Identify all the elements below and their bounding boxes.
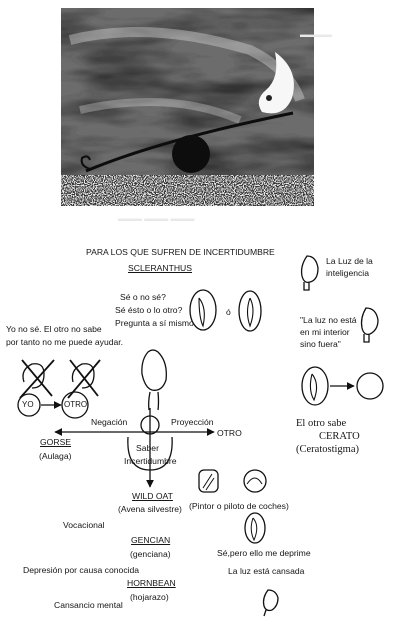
- oval-figure-icon: [244, 512, 266, 544]
- pintor-label: (Pintor o piloto de coches): [189, 501, 289, 511]
- diagram-title: PARA LOS QUE SUFREN DE INCERTIDUMBRE: [86, 247, 275, 257]
- vocacional-label: Vocacional: [63, 520, 105, 530]
- otro-label: OTRO: [64, 400, 88, 409]
- head-figure-icon: [141, 349, 167, 411]
- light-legend-line: inteligencia: [326, 268, 369, 278]
- yo-circle-right: [356, 372, 384, 400]
- lightbulb-icon: [360, 307, 379, 343]
- question-line: Pregunta a sí mismo: [115, 318, 194, 328]
- otro-circle: [61, 391, 89, 419]
- question-line: Sé ésto o lo otro?: [115, 305, 183, 315]
- paint-palette-icon: [198, 469, 219, 493]
- gorse-sub: (Aulaga): [39, 451, 72, 461]
- remedy-scleranthus: SCLERANTHUS: [128, 263, 192, 273]
- or-letter: ó: [226, 307, 231, 317]
- incertidumbre-label: Incertidumbre: [124, 456, 177, 466]
- cerato-name: CERATO: [319, 431, 360, 442]
- quote-line: sino fuera": [300, 339, 341, 349]
- question-line: Sé o no sé?: [120, 292, 166, 302]
- remedy-gorse: GORSE: [40, 437, 72, 447]
- cerato-line: El otro sabe: [296, 418, 347, 429]
- remedy-hornbean: HORNBEAN: [127, 578, 176, 588]
- negacion-label: Negación: [91, 417, 128, 427]
- crossed-figure-icon: [19, 359, 55, 399]
- cansancio-label: Cansancio mental: [54, 600, 123, 610]
- yo-label: YO: [22, 400, 34, 409]
- wild-oat-sub: (Avena silvestre): [118, 504, 182, 514]
- lightbulb-icon: [300, 255, 319, 291]
- driver-icon: [243, 469, 267, 493]
- remedy-wild-oat: WILD OAT: [132, 491, 173, 501]
- otro-axis-label: OTRO: [217, 428, 242, 438]
- light-legend-line: La Luz de la: [326, 256, 373, 266]
- oval-figure-icon: [301, 366, 329, 406]
- hornbean-sub: (hojarazo): [130, 592, 169, 602]
- remedy-gencian: GENCIAN: [131, 535, 171, 545]
- saber-label: Saber: [136, 443, 159, 453]
- proyeccion-label: Proyección: [171, 417, 214, 427]
- yo-circle: [17, 393, 41, 417]
- gencian-sub: (genciana): [130, 549, 171, 559]
- oval-figure-icon: [238, 290, 262, 332]
- oval-figure-icon: [189, 289, 217, 331]
- quote-line: en mi interior: [300, 327, 350, 337]
- left-statement-line: Yo no sé. El otro no sabe: [6, 324, 102, 334]
- cerato-sub: (Ceratostigma): [296, 444, 359, 455]
- deprime-label: Sé,pero ello me deprime: [217, 548, 311, 558]
- quote-line: "La luz no está: [300, 315, 357, 325]
- left-statement-line: por tanto no me puede ayudar.: [6, 337, 124, 347]
- depresion-label: Depresión por causa conocida: [23, 565, 140, 575]
- lightbulb-icon: [262, 589, 279, 617]
- luz-cansada-label: La luz está cansada: [228, 566, 305, 576]
- balance-seesaw-artwork: [61, 8, 314, 206]
